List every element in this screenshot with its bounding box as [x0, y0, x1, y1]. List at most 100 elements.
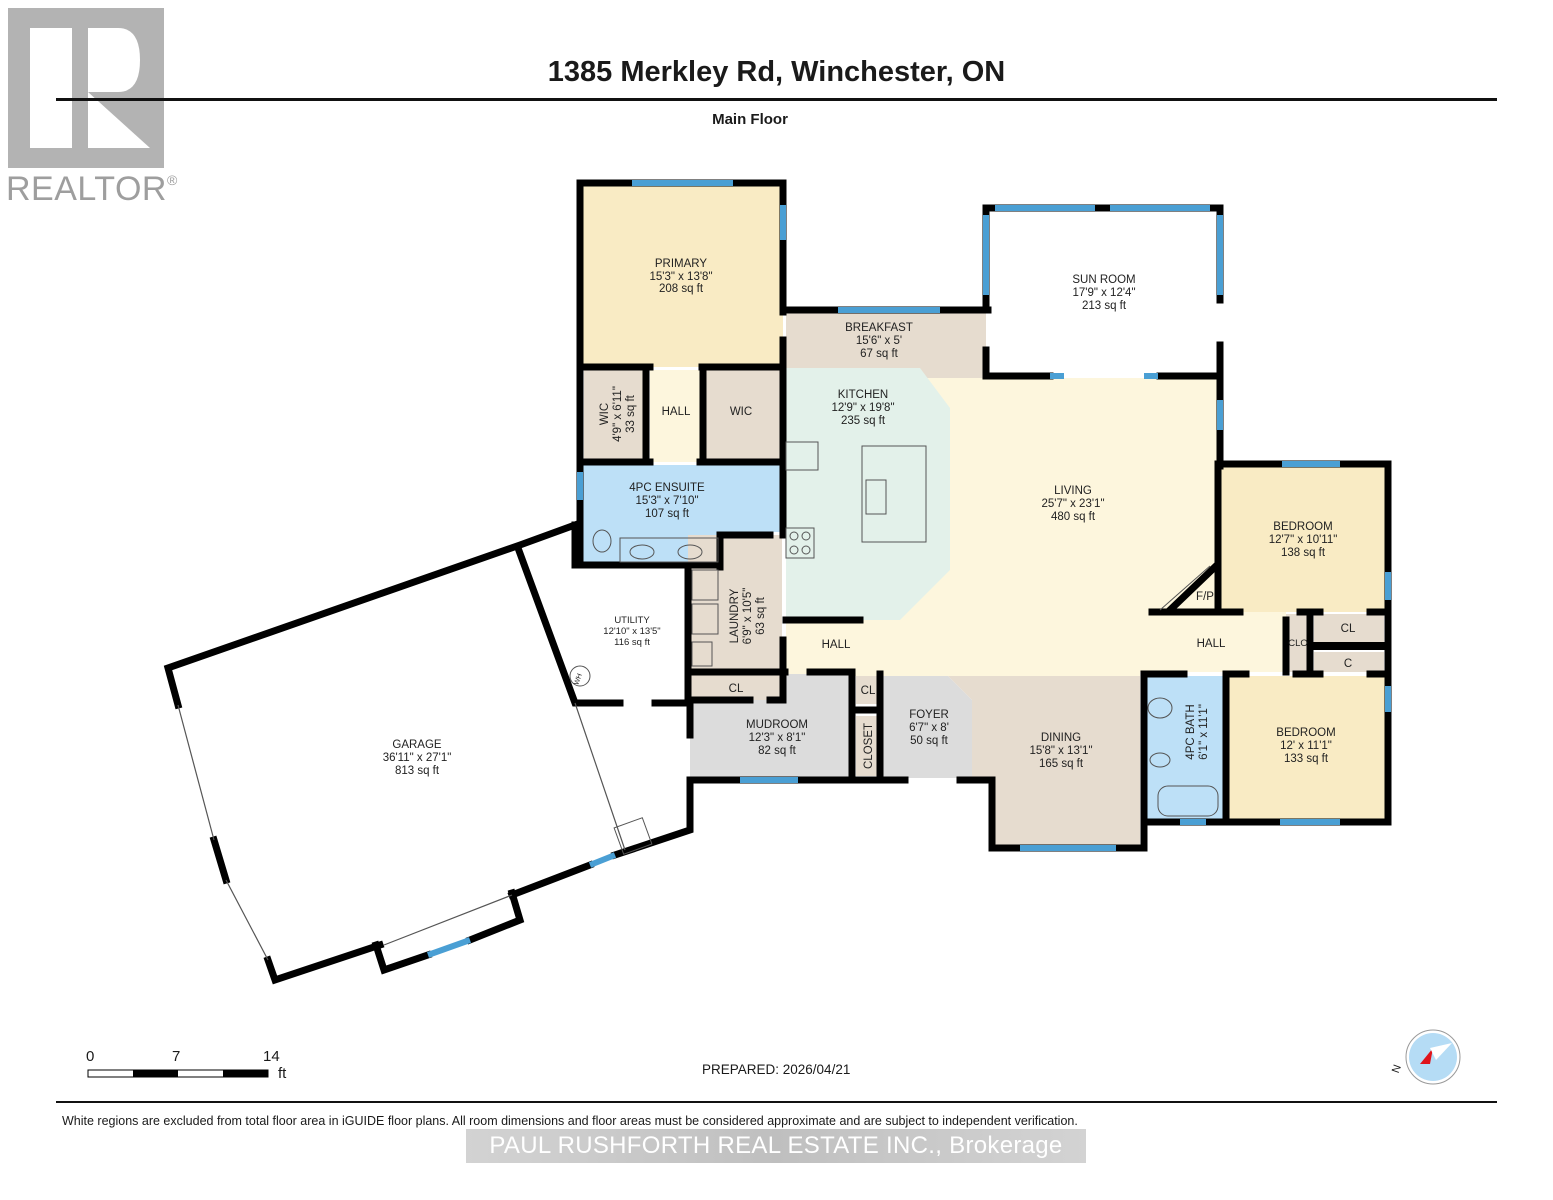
bathtub-icon [1157, 785, 1219, 817]
garage-doors [177, 702, 626, 961]
svg-text:813 sq ft: 813 sq ft [395, 765, 440, 777]
svg-text:208 sq ft: 208 sq ft [659, 283, 704, 295]
breakfast-area [786, 312, 986, 378]
c-bedroom-area [1314, 652, 1384, 672]
disclaimer-text: White regions are excluded from total fl… [62, 1114, 1078, 1128]
registered-mark: ® [166, 172, 178, 188]
room-label: GARAGE [392, 739, 442, 751]
dining-area [948, 676, 1140, 848]
scale-bar [87, 1069, 269, 1078]
bath-area [1146, 676, 1224, 820]
toilet-icon [592, 529, 612, 553]
svg-text:6'7" x 8': 6'7" x 8' [909, 722, 949, 734]
header-divider [56, 98, 1497, 101]
wic-left-area [584, 370, 646, 462]
room-label: HALL [662, 406, 691, 418]
svg-text:82 sq ft: 82 sq ft [758, 745, 797, 757]
svg-text:12'3" x 8'1": 12'3" x 8'1" [749, 732, 806, 744]
svg-text:17'9" x 12'4": 17'9" x 12'4" [1072, 287, 1135, 299]
cl-bedroom-area [1314, 614, 1384, 642]
room-fills [168, 185, 1386, 980]
sink-icon [629, 544, 655, 560]
svg-text:36'11" x 27'1": 36'11" x 27'1" [383, 752, 452, 764]
room-label: UTILITY [614, 615, 650, 626]
svg-text:25'7" x 23'1": 25'7" x 23'1" [1041, 498, 1104, 510]
bedroom-1-area [1220, 466, 1386, 612]
room-label: BEDROOM [1276, 727, 1335, 739]
scale-tick-0: 0 [86, 1048, 95, 1065]
clo-area [1286, 614, 1310, 672]
room-label: BEDROOM [1273, 521, 1332, 533]
svg-text:116 sq ft: 116 sq ft [614, 637, 650, 648]
svg-text:12'10" x 13'5": 12'10" x 13'5" [603, 626, 660, 637]
room-label: PRIMARY [655, 258, 708, 270]
svg-text:6'9" x 10'5": 6'9" x 10'5" [742, 588, 754, 645]
svg-text:12'9" x 19'8": 12'9" x 19'8" [831, 402, 894, 414]
scale-tick-14: 14 [263, 1048, 280, 1065]
svg-text:235 sq ft: 235 sq ft [841, 415, 886, 427]
kitchen-area [786, 368, 950, 620]
closet-label: CL [861, 685, 876, 697]
page-title: 1385 Merkley Rd, Winchester, ON [547, 56, 1006, 88]
kitchen-island [861, 445, 927, 543]
compass-icon [1405, 1029, 1461, 1085]
room-label: HALL [1197, 638, 1226, 650]
scale-unit: ft [278, 1065, 287, 1082]
realtor-wordmark-text: REALTOR [6, 170, 167, 208]
closet-area [856, 716, 880, 776]
brokerage-watermark: PAUL RUSHFORTH REAL ESTATE INC., Brokera… [466, 1129, 1086, 1163]
closet-label: CLOSET [863, 723, 875, 769]
room-label: 4PC ENSUITE [629, 482, 705, 494]
svg-text:15'3" x 13'8": 15'3" x 13'8" [649, 271, 712, 283]
svg-text:6'1" x 11'1": 6'1" x 11'1" [1198, 704, 1210, 760]
room-label: WIC [599, 403, 611, 425]
fixtures [569, 441, 1219, 855]
svg-text:33 sq ft: 33 sq ft [625, 394, 637, 433]
closet-label: C [1344, 658, 1352, 670]
bedroom-2-area [1228, 676, 1386, 820]
room-label: BREAKFAST [845, 322, 913, 334]
room-label: MUDROOM [746, 719, 808, 731]
realtor-logo [8, 8, 164, 168]
garage-area [168, 523, 690, 980]
closet-label: CLO [1288, 638, 1308, 649]
room-label: DINING [1041, 732, 1081, 744]
realtor-r-icon [8, 8, 164, 168]
closet-label: CL [1341, 623, 1356, 635]
svg-text:138 sq ft: 138 sq ft [1281, 547, 1326, 559]
room-labels: PRIMARY 15'3" x 13'8" 208 sq ft BREAKFAS… [383, 258, 1356, 777]
svg-text:165 sq ft: 165 sq ft [1039, 758, 1084, 770]
hall-small-area [650, 370, 702, 462]
realtor-wordmark: REALTOR® [6, 170, 178, 209]
svg-text:12'7" x 10'11": 12'7" x 10'11" [1269, 534, 1338, 546]
svg-text:50 sq ft: 50 sq ft [910, 735, 949, 747]
svg-text:63 sq ft: 63 sq ft [755, 596, 767, 635]
svg-text:15'3" x 7'10": 15'3" x 7'10" [635, 495, 698, 507]
sink-icon [677, 544, 703, 560]
wic-right-area [706, 370, 780, 462]
stove-icon [785, 527, 815, 559]
room-label: LIVING [1054, 485, 1092, 497]
room-label: WIC [730, 406, 752, 418]
water-heater-icon [569, 665, 591, 687]
room-label: HALL [822, 639, 851, 651]
water-heater-label: WH [573, 673, 584, 686]
room-label: FOYER [909, 709, 949, 721]
laundry-area [688, 535, 782, 669]
windows [426, 180, 1391, 958]
svg-text:15'8" x 13'1": 15'8" x 13'1" [1029, 745, 1092, 757]
prepared-date: PREPARED: 2026/04/21 [702, 1062, 851, 1077]
svg-text:67 sq ft: 67 sq ft [860, 348, 899, 360]
scale-tick-7: 7 [172, 1048, 181, 1065]
foyer-area [880, 676, 972, 778]
svg-text:12' x 11'1": 12' x 11'1" [1280, 740, 1332, 752]
room-label: LAUNDRY [729, 588, 741, 643]
svg-text:213 sq ft: 213 sq ft [1082, 300, 1127, 312]
svg-text:15'6" x 5': 15'6" x 5' [856, 335, 902, 347]
svg-text:480 sq ft: 480 sq ft [1051, 511, 1096, 523]
room-label: 4PC BATH [1185, 704, 1197, 759]
primary-bedroom-area [580, 185, 783, 367]
svg-text:107 sq ft: 107 sq ft [645, 508, 690, 520]
floor-label: Main Floor [712, 111, 788, 128]
fireplace-label: F/P [1196, 591, 1214, 603]
